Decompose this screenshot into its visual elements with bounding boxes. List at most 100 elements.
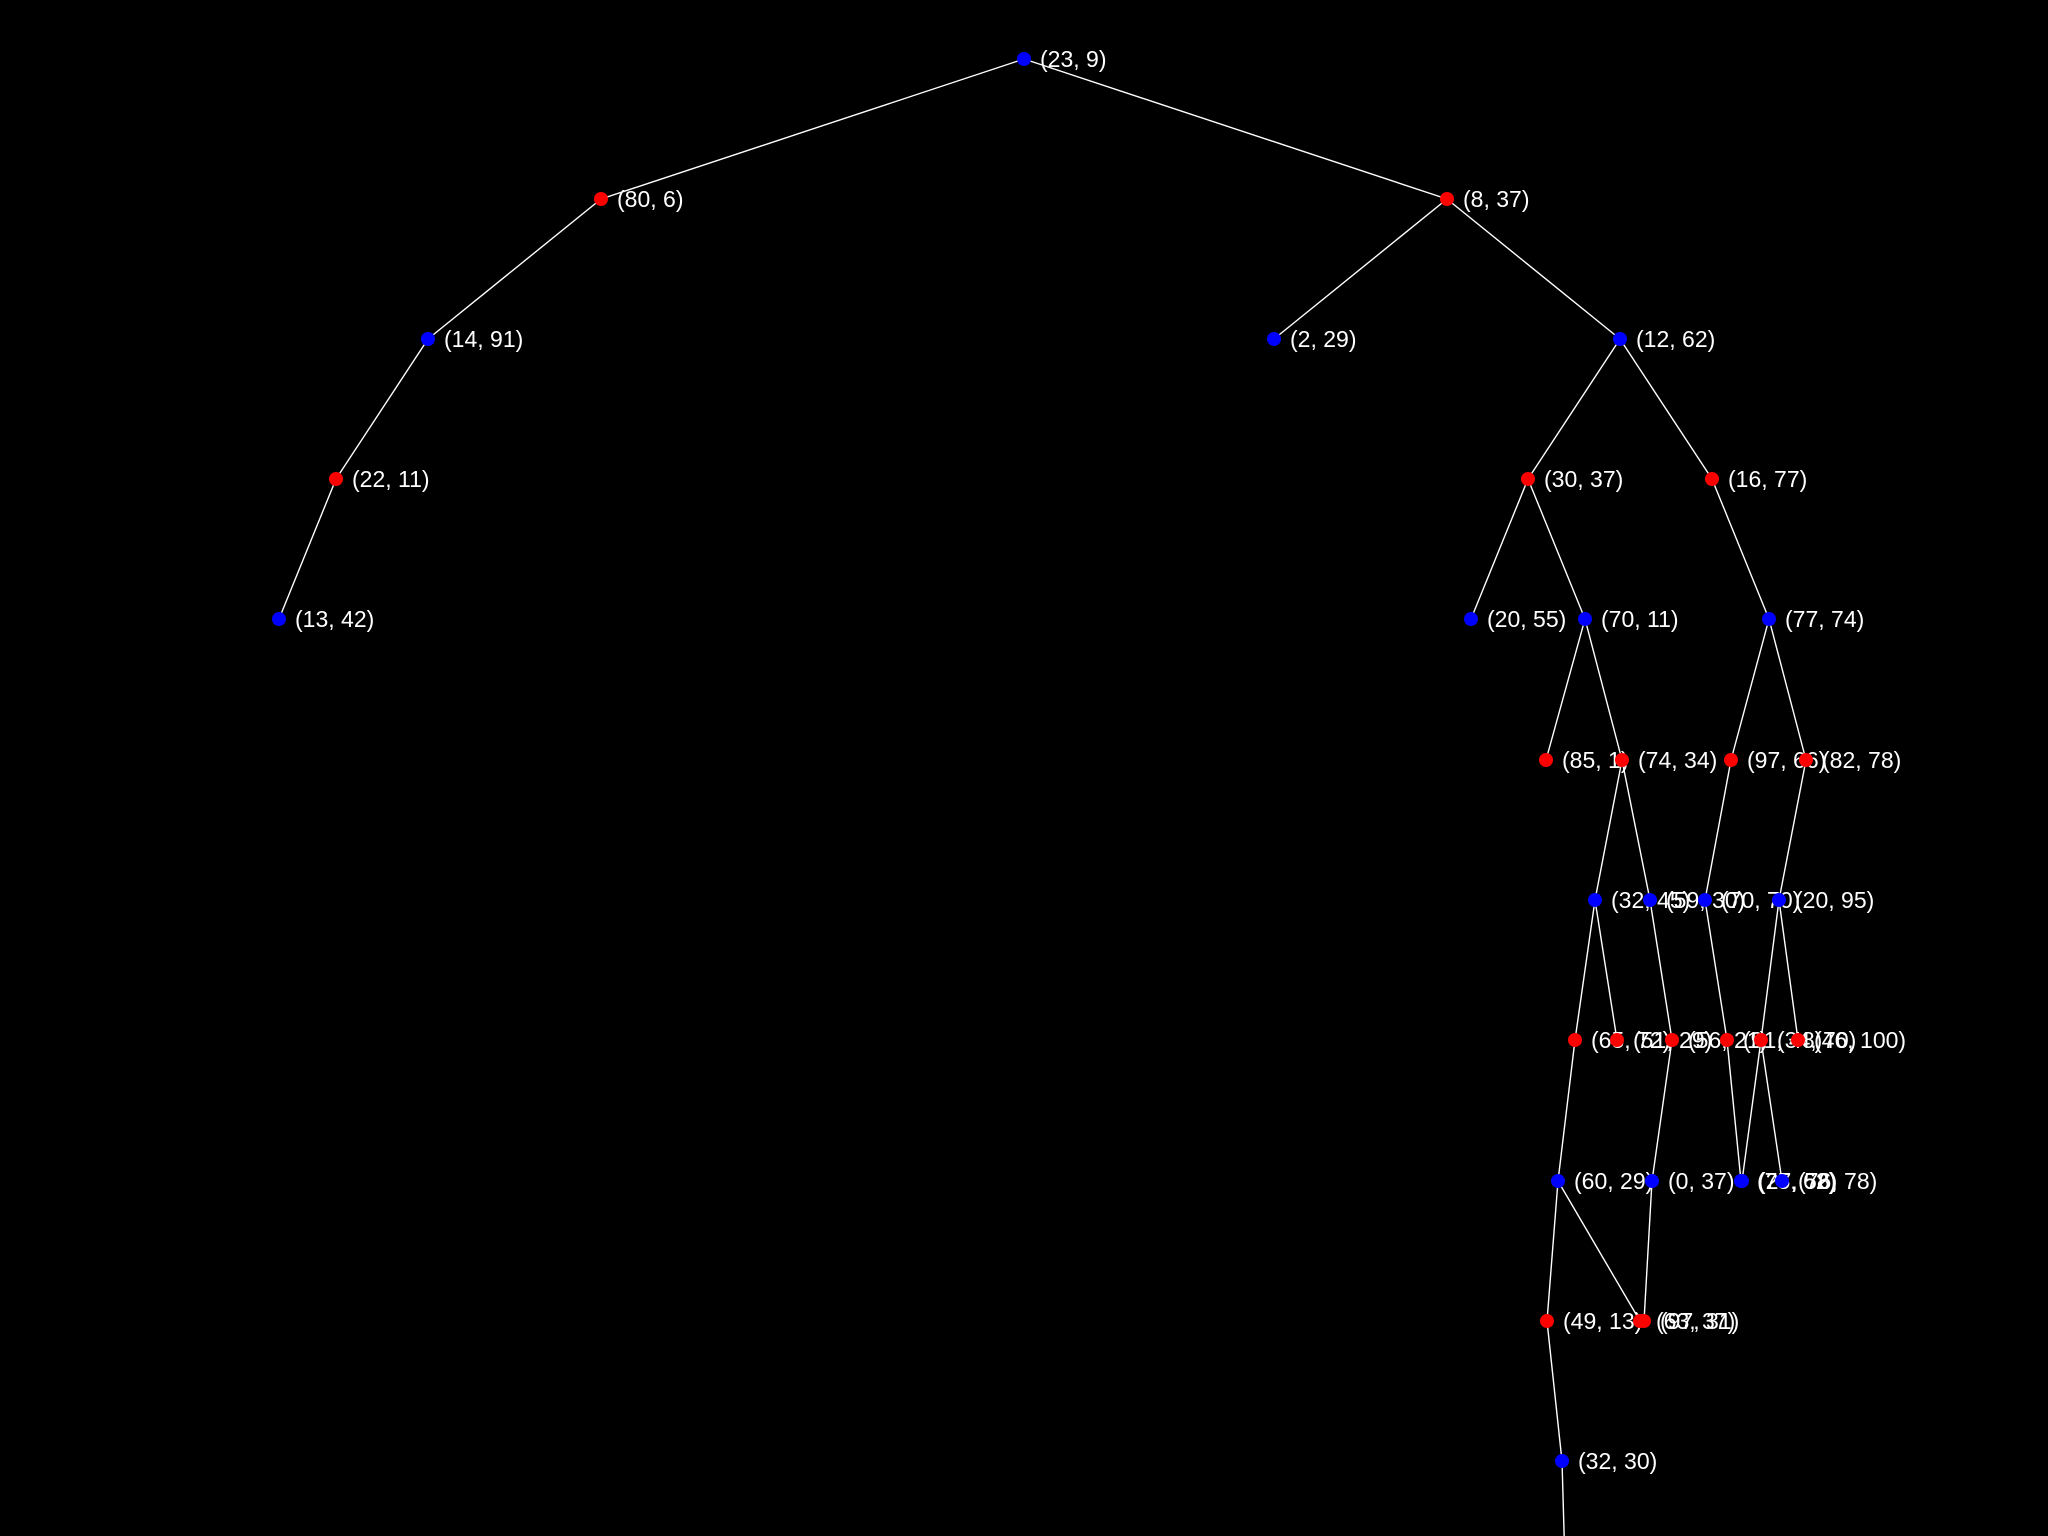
- node-label: (8, 37): [1463, 186, 1529, 212]
- tree-node-red: [1540, 1314, 1554, 1328]
- tree-node-red: [1665, 1033, 1679, 1047]
- tree-node-red: [1720, 1033, 1734, 1047]
- tree-edge: [1594, 759, 1623, 901]
- tree-node-blue: [1267, 332, 1281, 346]
- tree-edge: [1446, 198, 1621, 340]
- node-label: (22, 11): [352, 466, 430, 492]
- tree-node-blue: [1017, 52, 1031, 66]
- tree-edge: [1741, 1039, 1762, 1182]
- tree-edge: [1546, 1180, 1559, 1322]
- tree-edge: [1561, 1460, 1565, 1536]
- tree-node-blue: [1643, 893, 1657, 907]
- tree-node-red: [1615, 753, 1629, 767]
- tree-node-blue: [1698, 893, 1712, 907]
- node-label: (97, 66): [1747, 747, 1826, 773]
- tree-node-blue: [1464, 612, 1478, 626]
- node-label: (14, 91): [444, 326, 523, 352]
- tree-node-red: [1637, 1314, 1651, 1328]
- node-label: (32, 30): [1578, 1448, 1657, 1474]
- tree-edge: [1557, 1180, 1641, 1322]
- tree-node-blue: [272, 612, 286, 626]
- tree-nodes: (23, 9)(80, 6)(8, 37)(14, 91)(22, 11)(13…: [272, 46, 1906, 1474]
- tree-node-blue: [1762, 612, 1776, 626]
- tree-node-red: [1539, 753, 1553, 767]
- tree-edge: [1778, 899, 1799, 1041]
- tree-edge: [427, 198, 602, 340]
- node-label: (70, 11): [1601, 606, 1679, 632]
- node-label: (13, 42): [295, 606, 374, 632]
- tree-edge: [1778, 759, 1807, 901]
- tree-edge: [1557, 1039, 1576, 1182]
- tree-edge: [1621, 759, 1651, 901]
- tree-node-red: [1754, 1033, 1768, 1047]
- tree-edge: [1527, 478, 1586, 620]
- node-label: (12, 62): [1636, 326, 1715, 352]
- node-label: (76, 78): [1798, 1168, 1877, 1194]
- tree-node-red: [1610, 1033, 1624, 1047]
- tree-edge: [1545, 618, 1586, 761]
- tree-edge: [1651, 1039, 1673, 1182]
- tree-edge: [600, 58, 1025, 200]
- node-label: (46, 100): [1814, 1027, 1906, 1053]
- tree-edge: [1470, 478, 1529, 620]
- tree-node-red: [1440, 192, 1454, 206]
- tree-edge: [1768, 618, 1807, 761]
- tree-edge: [1273, 198, 1448, 340]
- tree-edge: [1760, 899, 1780, 1041]
- node-label: (97, 31): [1660, 1308, 1739, 1334]
- tree-node-blue: [1551, 1174, 1565, 1188]
- tree-edge: [1704, 899, 1728, 1041]
- tree-edge: [1760, 1039, 1783, 1182]
- tree-node-red: [1799, 753, 1813, 767]
- tree-edge: [1023, 58, 1448, 200]
- tree-edges: [278, 58, 1807, 1536]
- tree-node-blue: [1645, 1174, 1659, 1188]
- tree-edge: [1643, 1180, 1653, 1322]
- tree-edge: [1619, 338, 1713, 480]
- tree-edge: [1730, 618, 1770, 761]
- node-label: (27, 58): [1758, 1168, 1837, 1194]
- tree-edge: [278, 478, 337, 620]
- node-label: (16, 77): [1728, 466, 1807, 492]
- tree-node-red: [1724, 753, 1738, 767]
- node-label: (60, 29): [1574, 1168, 1653, 1194]
- node-label: (80, 6): [617, 186, 683, 212]
- node-label: (20, 95): [1795, 887, 1874, 913]
- node-label: (0, 37): [1668, 1168, 1734, 1194]
- tree-edge: [1704, 759, 1732, 901]
- node-label: (63, 37): [1656, 1308, 1735, 1334]
- node-label: (20, 55): [1487, 606, 1566, 632]
- node-label: (82, 78): [1822, 747, 1901, 773]
- node-label: (74, 34): [1638, 747, 1717, 773]
- node-label: (77, 74): [1785, 606, 1864, 632]
- node-label: (70, 70): [1721, 887, 1800, 913]
- tree-edge: [1574, 899, 1596, 1041]
- node-label: (2, 29): [1290, 326, 1356, 352]
- tree-edge: [1726, 1039, 1742, 1182]
- tree-node-red: [1705, 472, 1719, 486]
- tree-node-blue: [1735, 1174, 1749, 1188]
- tree-node-red: [594, 192, 608, 206]
- tree-edge: [1584, 618, 1623, 761]
- tree-edge: [1711, 478, 1770, 620]
- tree-node-blue: [1555, 1454, 1569, 1468]
- tree-node-blue: [1588, 893, 1602, 907]
- tree-edge: [1546, 1320, 1563, 1462]
- tree-node-blue: [1775, 1174, 1789, 1188]
- node-label: (49, 13): [1563, 1308, 1642, 1334]
- tree-node-blue: [1613, 332, 1627, 346]
- tree-node-blue: [421, 332, 435, 346]
- tree-node-blue: [1578, 612, 1592, 626]
- tree-edge: [335, 338, 429, 480]
- node-label: (34, 70): [1777, 1027, 1856, 1053]
- tree-node-blue: [1772, 893, 1786, 907]
- tree-node-red: [1521, 472, 1535, 486]
- node-label: (30, 37): [1544, 466, 1623, 492]
- node-label: (75, 62): [1757, 1168, 1836, 1194]
- node-label: (65, 72): [1591, 1027, 1670, 1053]
- tree-node-red: [329, 472, 343, 486]
- tree-node-red: [1791, 1033, 1805, 1047]
- tree-edge: [1649, 899, 1673, 1041]
